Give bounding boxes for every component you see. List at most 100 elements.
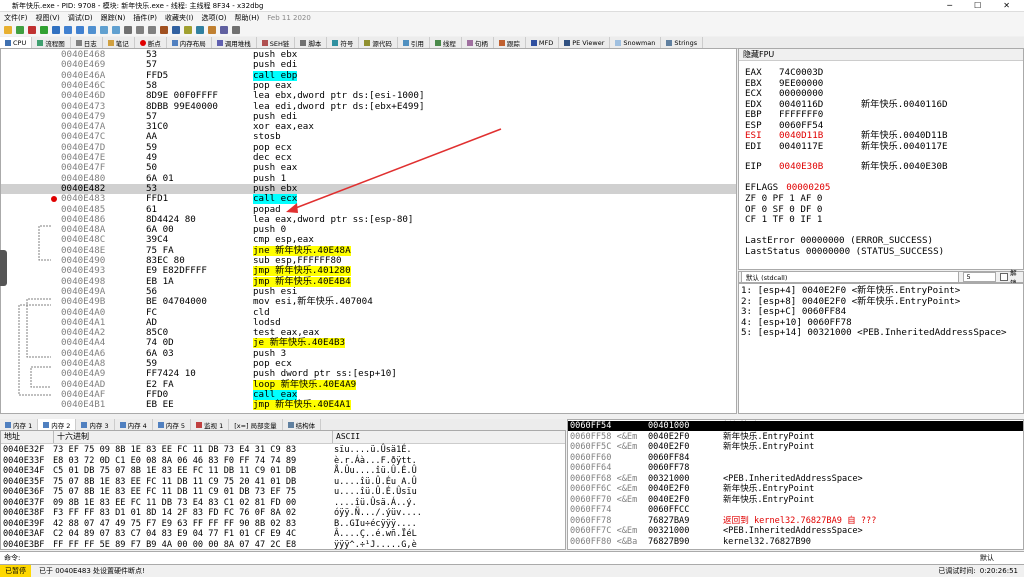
tab-pe-viewer[interactable]: PE Viewer <box>559 37 611 48</box>
tab-dump-1[interactable]: 内存 1 <box>0 419 39 430</box>
tab-locals[interactable]: [x=] 局部变量 <box>229 419 283 430</box>
run-to-user-icon[interactable] <box>88 26 96 34</box>
menu-debug[interactable]: 调试(D) <box>67 14 93 22</box>
call-arg-row[interactable]: 1: [esp+4] 0040E2F0 <新年快乐.EntryPoint> <box>741 285 961 296</box>
tab-seh[interactable]: SEH链 <box>257 37 296 48</box>
command-mode-select[interactable]: 默认 <box>980 554 994 562</box>
menu-options[interactable]: 选项(O) <box>201 14 227 22</box>
call-arg-row[interactable]: 3: [esp+C] 0060FF84 <box>741 306 847 317</box>
flags-row[interactable]: OF 0 SF 0 DF 0 <box>745 203 823 215</box>
flags-row[interactable]: ZF 0 PF 1 AF 0 <box>745 193 823 204</box>
breakpoint-dot[interactable] <box>51 196 57 203</box>
step-into-icon[interactable] <box>64 26 72 34</box>
labels-icon[interactable] <box>196 26 204 34</box>
hide-fpu-button[interactable]: 隐藏FPU <box>739 49 1023 61</box>
menu-favourites[interactable]: 收藏夹(I) <box>165 14 194 22</box>
tab-snowman[interactable]: Snowman <box>610 37 662 48</box>
tab-memory-map[interactable]: 内存布局 <box>167 37 212 48</box>
tab-trace[interactable]: 跟踪 <box>494 37 526 48</box>
tab-cpu[interactable]: CPU <box>0 37 33 48</box>
call-arg-row[interactable]: 5: [esp+14] 00321000 <PEB.InheritedAddre… <box>741 327 1007 338</box>
settings-icon[interactable] <box>232 26 240 34</box>
tab-graph[interactable]: 流程图 <box>32 37 71 48</box>
call-arg-row[interactable]: 4: [esp+10] 0060FF78 <box>741 316 852 328</box>
execute-till-return-icon[interactable] <box>124 26 132 34</box>
menu-file[interactable]: 文件(F) <box>4 14 28 22</box>
tab-dump-5[interactable]: 内存 5 <box>153 419 192 430</box>
restart-icon[interactable] <box>16 26 24 34</box>
close-debuggee-icon[interactable] <box>28 26 36 34</box>
tab-references[interactable]: 引用 <box>398 37 430 48</box>
tab-breakpoints[interactable]: 断点 <box>135 37 167 48</box>
run-icon[interactable] <box>40 26 48 34</box>
command-input[interactable] <box>24 554 924 563</box>
menu-trace[interactable]: 跟踪(N) <box>100 14 126 22</box>
tab-struct[interactable]: 结构体 <box>283 419 322 430</box>
tab-handles[interactable]: 句柄 <box>462 37 494 48</box>
tab-notes[interactable]: 笔记 <box>103 37 135 48</box>
tab-dump-2[interactable]: 内存 2 <box>38 419 77 430</box>
call-convention-select[interactable]: 默认 (stdcall) <box>741 271 959 283</box>
maximize-icon[interactable]: ☐ <box>974 1 982 10</box>
menu-plugins[interactable]: 插件(P) <box>133 14 158 22</box>
tab-script[interactable]: 脚本 <box>295 37 328 48</box>
patch-icon[interactable] <box>172 26 180 34</box>
trace-into-icon[interactable] <box>100 26 108 34</box>
tab-source[interactable]: 源代码 <box>359 37 398 48</box>
unlock-checkbox[interactable] <box>1000 273 1009 281</box>
comments-icon[interactable] <box>184 26 192 34</box>
tab-mfd[interactable]: MFD <box>526 37 560 48</box>
tab-threads[interactable]: 线程 <box>430 37 462 48</box>
open-icon[interactable] <box>4 26 12 34</box>
tab-strings[interactable]: Strings <box>661 37 704 48</box>
animate-over-icon[interactable] <box>148 26 156 34</box>
tab-log[interactable]: 日志 <box>71 37 103 48</box>
menu-view[interactable]: 视图(V) <box>35 14 60 22</box>
